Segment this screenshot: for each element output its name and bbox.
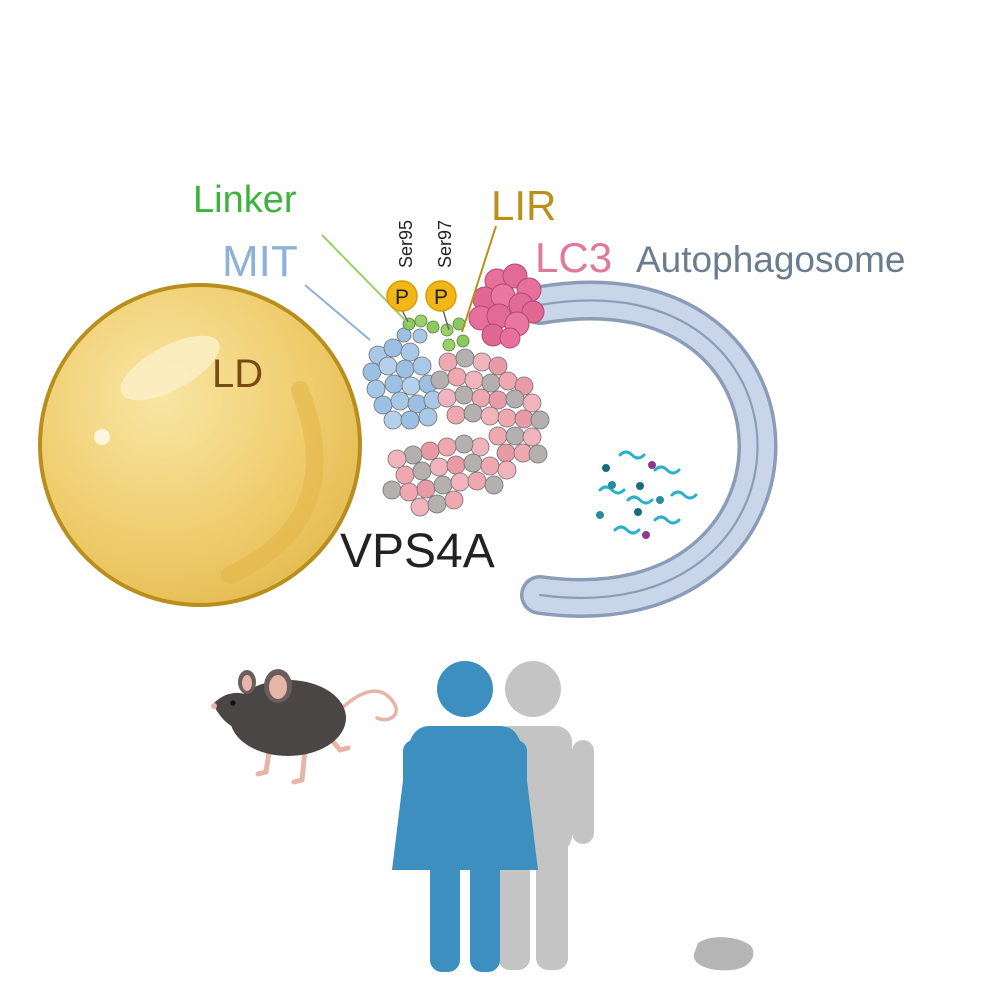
svg-text:P: P [395,286,409,309]
mit-label: MIT [222,237,298,286]
mit-pointer [304,284,371,341]
linker-segment [402,314,470,352]
mit-domain [362,327,443,430]
lir-pointer [461,225,497,333]
aaa-domain [382,348,550,517]
ser95-label: Ser95 [396,220,416,268]
vps4a-label: VPS4A [340,525,495,578]
ser97-label: Ser97 [435,220,455,268]
female-person-icon [392,661,538,972]
lir-label: LIR [491,182,556,229]
autophagosome-cargo [596,450,698,539]
svg-text:P: P [434,286,448,309]
lc3-label: LC3 [535,234,612,281]
ld-label: LD [212,352,263,396]
lipid-droplet [38,283,362,607]
mouse-icon [211,669,398,785]
lc3-protein [468,263,545,349]
ser97-stem [442,309,450,331]
linker-label: Linker [193,179,297,221]
autophagosome-label: Autophagosome [636,239,905,280]
phospho-badge-ser95: P [386,280,418,312]
ser95-stem [401,309,409,323]
phospho-badge-ser97: P [425,280,457,312]
smudge-mark [693,937,754,971]
vps4a-protein [362,314,550,517]
autophagosome-membrane [520,280,778,618]
